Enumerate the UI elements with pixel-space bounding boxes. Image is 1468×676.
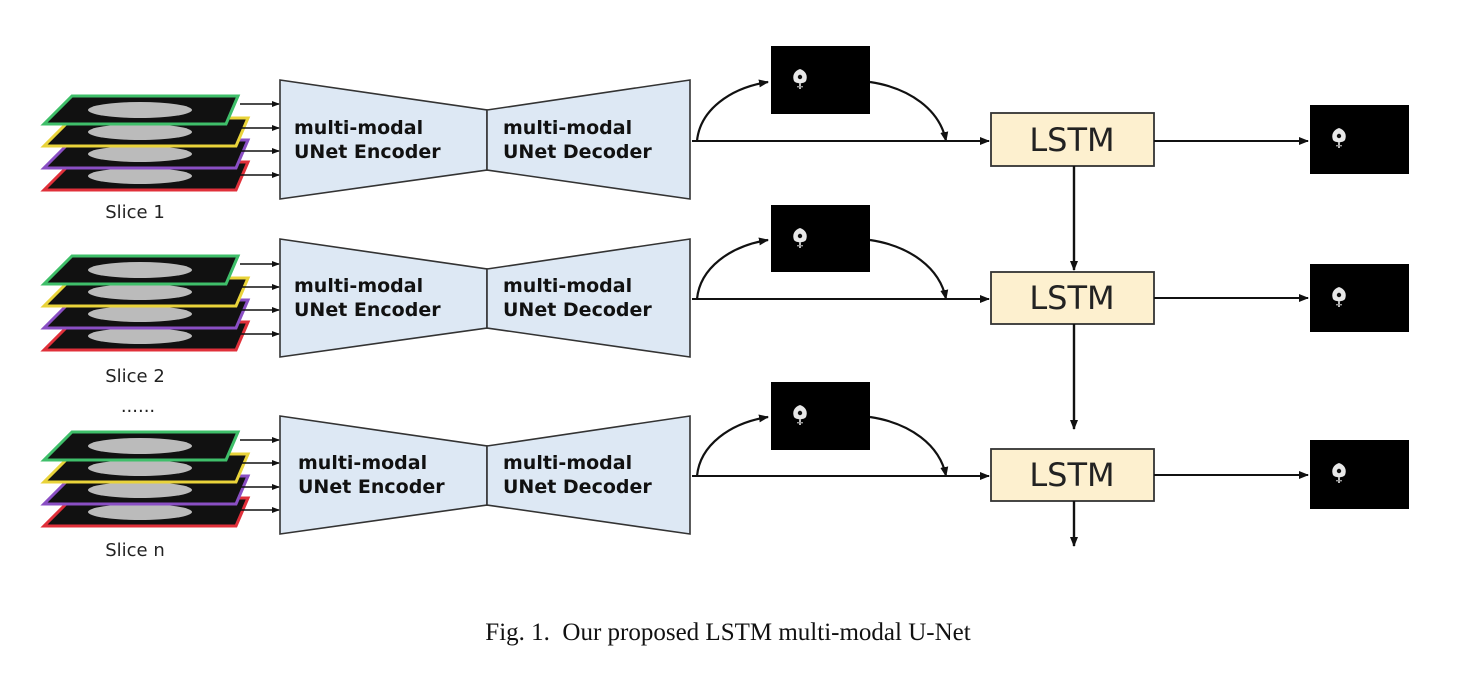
decoder-label-line1-n: multi-modal (503, 452, 632, 474)
mri-slice-stack-n (40, 430, 251, 528)
ellipsis-separator: ...... (121, 396, 155, 417)
modality-input-arrows-1 (240, 101, 280, 178)
row-3: Slice n multi-modal UNet Encoder multi-m… (40, 382, 1409, 561)
unet-decoder-block-2 (486, 238, 691, 358)
skip-arrow-down-1 (869, 80, 949, 142)
output-mask-image-n (1310, 440, 1409, 509)
skip-arrow-up-n (695, 414, 769, 477)
encoder-label-line1-n: multi-modal (298, 452, 427, 474)
slice-label-2: Slice 2 (105, 366, 165, 387)
decoder-label-line2-n: UNet Decoder (503, 476, 652, 498)
mri-slice-stack-2 (40, 254, 251, 352)
modality-input-arrows-n (240, 437, 280, 513)
decoder-label-line1-1: multi-modal (503, 117, 632, 139)
skip-arrow-down-2 (869, 238, 949, 300)
unet-encoder-block-2 (279, 238, 488, 358)
encoder-label-line1-1: multi-modal (294, 117, 423, 139)
lstm-label-2: LSTM (1029, 279, 1114, 317)
decoder-label-line1-2: multi-modal (503, 275, 632, 297)
modality-input-arrows-2 (240, 261, 280, 337)
unet-decoder-block-n (486, 415, 691, 535)
intermediate-mask-image-n (771, 382, 870, 450)
mri-slice-stack-1 (40, 94, 251, 192)
skip-arrow-up-1 (695, 79, 769, 142)
row-2: Slice 2 multi-modal UNet Encoder multi-m… (40, 205, 1409, 430)
slice-label-1: Slice 1 (105, 202, 165, 223)
figure-caption: Fig. 1. Our proposed LSTM multi-modal U-… (485, 619, 970, 646)
lstm-label-1: LSTM (1029, 121, 1114, 159)
encoder-label-line2-n: UNet Encoder (298, 476, 445, 498)
slice-label-n: Slice n (105, 540, 165, 561)
decoder-label-line2-1: UNet Decoder (503, 141, 652, 163)
output-mask-image-1 (1310, 105, 1409, 174)
unet-encoder-block-n (279, 415, 488, 535)
skip-arrow-down-n (869, 415, 949, 477)
output-mask-image-2 (1310, 264, 1409, 332)
intermediate-mask-image-1 (771, 46, 870, 114)
lstm-block-1 (990, 112, 1155, 167)
lstm-label-n: LSTM (1029, 456, 1114, 494)
lstm-block-2 (990, 271, 1155, 325)
decoder-label-line2-2: UNet Decoder (503, 299, 652, 321)
encoder-label-line2-2: UNet Encoder (294, 299, 441, 321)
skip-arrow-up-2 (695, 237, 769, 300)
encoder-label-line1-2: multi-modal (294, 275, 423, 297)
row-1: Slice 1 multi-modal UNet Encoder multi-m… (40, 46, 1409, 271)
intermediate-mask-image-2 (771, 205, 870, 272)
unet-encoder-block-1 (279, 79, 488, 200)
encoder-label-line2-1: UNet Encoder (294, 141, 441, 163)
unet-decoder-block-1 (486, 79, 691, 200)
